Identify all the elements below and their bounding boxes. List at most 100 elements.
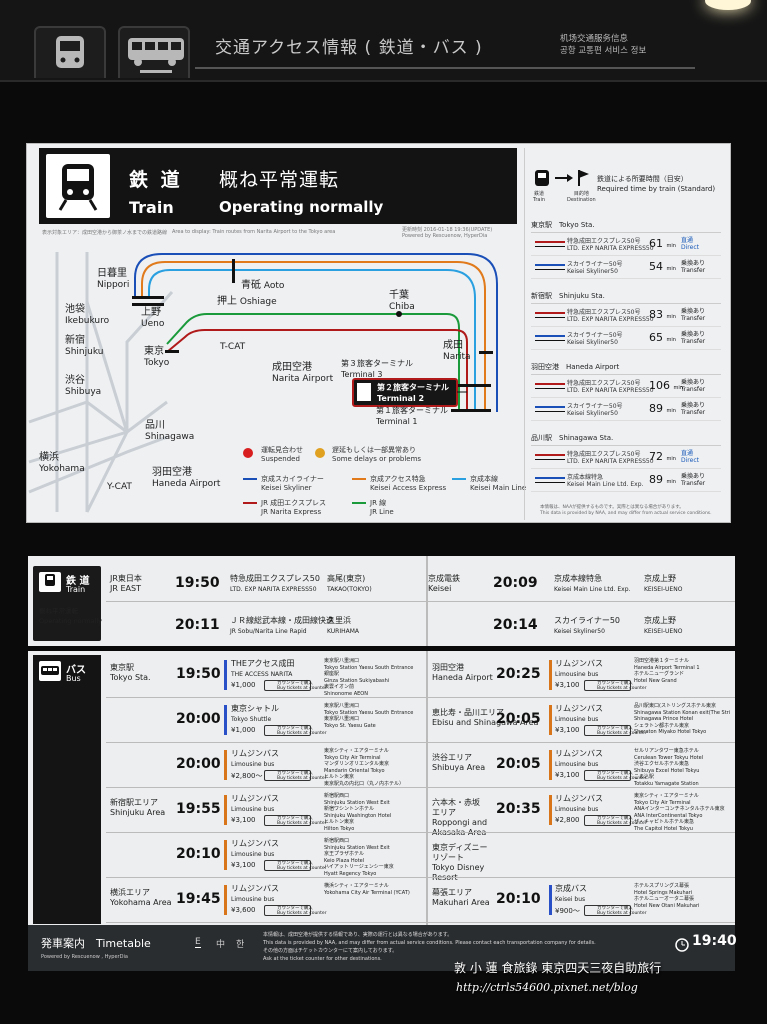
row-divider: [106, 697, 426, 698]
lang-button-english[interactable]: E: [195, 937, 201, 948]
company-color-bar: [549, 885, 552, 915]
company-color-bar: [224, 885, 227, 915]
time-minutes: 72 min: [649, 450, 676, 463]
bus-time: 20:05: [496, 756, 541, 772]
ceiling-lamp: [705, 0, 751, 10]
route-keisei-main: [148, 269, 476, 410]
company-color-bar: [224, 705, 227, 735]
bus-time: 20:25: [496, 666, 541, 682]
bus-icon: [39, 661, 61, 681]
lang-button-chinese[interactable]: 中: [216, 940, 226, 950]
time-minutes: 83 min: [649, 308, 676, 321]
bus-fare: ¥1,000: [231, 681, 256, 689]
train-time: 20:11: [175, 617, 220, 633]
station-aoto: 青砥 Aoto: [241, 280, 285, 291]
bus-fare: ¥900～: [555, 907, 580, 915]
lang-button-korean[interactable]: 한: [236, 940, 245, 950]
bus-time: 20:00: [176, 756, 221, 772]
sky-logo-icon: [535, 264, 565, 270]
area-note-en: Area to display: Train routes from Narit…: [172, 229, 336, 235]
powered-by: Powered by Rescuenow, HyperDia: [402, 233, 488, 239]
station-tcat: T-CAT: [220, 342, 246, 352]
required-time-note: 本情報は、NAAが提供するものです。実際とは異なる場合があります。This da…: [540, 505, 712, 516]
row-divider: [428, 832, 735, 833]
bus-fare: ¥3,600: [231, 906, 256, 914]
area-note: 表示対象エリア：成田空港から御茶ノ水までの鉄道路線: [42, 230, 168, 236]
sky-logo-icon: [535, 406, 565, 412]
row-divider: [106, 877, 426, 878]
station-bars: [132, 259, 493, 412]
row-divider: [428, 742, 735, 743]
time-minutes: 89 min: [649, 402, 676, 415]
delay-dot: [315, 448, 325, 458]
row-divider: [426, 601, 735, 602]
section-gap: [28, 646, 735, 651]
train-title-jp: 鉄 道: [129, 169, 183, 191]
train-destination: 高尾(東京)TAKAO(TOKYO): [327, 574, 372, 593]
bus-time: 20:35: [496, 801, 541, 817]
timetable-footer: 発車案内 Timetable Powered by Rescuenow , Hy…: [28, 925, 737, 971]
bus-column-divider: [426, 651, 428, 925]
rail-route-map: [28, 252, 498, 513]
bus-time: 19:55: [176, 801, 221, 817]
train-column-divider: [426, 556, 428, 646]
company-color-bar: [549, 660, 552, 690]
time-minutes: 65 min: [649, 331, 676, 344]
train-header: 鉄 道 Train 概ね平常運転 Operating normally: [39, 148, 517, 224]
nex-logo-icon: [535, 454, 565, 460]
row-divider: [428, 787, 735, 788]
bus-time: 20:00: [176, 711, 221, 727]
time-group-name: 品川駅 Shinagawa Sta.: [531, 433, 721, 446]
bus-fare: ¥1,000: [231, 726, 256, 734]
time-minutes: 106 min: [649, 379, 683, 392]
train-to-destination-icon: [535, 170, 589, 186]
route-access-express: [141, 261, 486, 410]
station-oshiage: 押上 Oshiage: [217, 296, 277, 307]
